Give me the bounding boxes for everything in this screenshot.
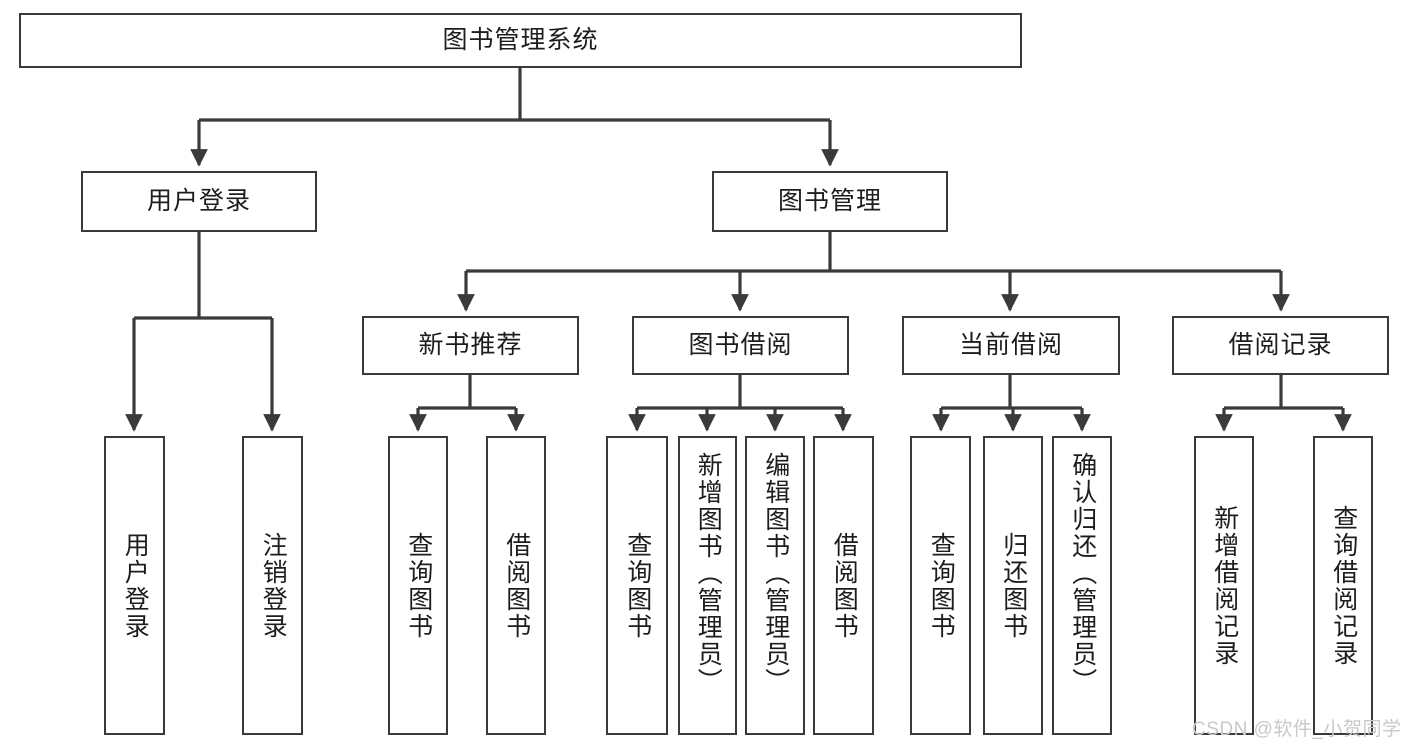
node-leaf-borrow-book-rec-label: 借阅图书 (502, 531, 531, 640)
node-leaf-logout-label: 注销登录 (259, 531, 288, 640)
node-book-borrow-label: 图书借阅 (688, 331, 793, 359)
node-user-login-label: 用户登录 (146, 187, 251, 215)
node-leaf-user-login[interactable]: 用户登录 (104, 436, 165, 735)
node-book-manage[interactable]: 图书管理 (712, 171, 948, 232)
node-leaf-query-record[interactable]: 查询借阅记录 (1313, 436, 1373, 735)
node-leaf-edit-book-label: 编辑图书（管理员） (761, 452, 790, 695)
node-leaf-confirm-return-label: 确认归还（管理员） (1068, 452, 1097, 695)
node-leaf-confirm-return[interactable]: 确认归还（管理员） (1052, 436, 1112, 735)
node-leaf-query-record-label: 查询借阅记录 (1329, 504, 1358, 667)
node-new-book-rec-label: 新书推荐 (418, 331, 523, 359)
node-book-manage-label: 图书管理 (777, 187, 882, 215)
csdn-watermark: CSDN @软件_小贺同学 (1192, 719, 1402, 740)
node-leaf-query-book-label: 查询图书 (623, 531, 652, 640)
node-current-borrow[interactable]: 当前借阅 (902, 316, 1120, 375)
node-leaf-query-book[interactable]: 查询图书 (606, 436, 668, 735)
node-new-book-rec[interactable]: 新书推荐 (362, 316, 579, 375)
node-leaf-add-record[interactable]: 新增借阅记录 (1194, 436, 1254, 735)
node-user-login[interactable]: 用户登录 (81, 171, 317, 232)
node-leaf-borrow-book[interactable]: 借阅图书 (813, 436, 874, 735)
node-borrow-record[interactable]: 借阅记录 (1172, 316, 1389, 375)
node-current-borrow-label: 当前借阅 (958, 331, 1063, 359)
node-leaf-query-book-cur[interactable]: 查询图书 (910, 436, 971, 735)
node-leaf-edit-book[interactable]: 编辑图书（管理员） (745, 436, 805, 735)
node-book-borrow[interactable]: 图书借阅 (632, 316, 849, 375)
node-borrow-record-label: 借阅记录 (1228, 331, 1333, 359)
node-leaf-borrow-book-label: 借阅图书 (830, 531, 859, 640)
node-leaf-add-record-label: 新增借阅记录 (1210, 504, 1239, 667)
node-leaf-query-book-rec[interactable]: 查询图书 (388, 436, 448, 735)
node-leaf-return-book-label: 归还图书 (999, 531, 1028, 640)
node-leaf-logout[interactable]: 注销登录 (242, 436, 303, 735)
node-root-label: 图书管理系统 (442, 26, 599, 54)
node-leaf-query-book-cur-label: 查询图书 (927, 531, 956, 640)
node-leaf-add-book[interactable]: 新增图书（管理员） (678, 436, 737, 735)
node-leaf-query-book-rec-label: 查询图书 (404, 531, 433, 640)
node-leaf-borrow-book-rec[interactable]: 借阅图书 (486, 436, 546, 735)
node-leaf-user-login-label: 用户登录 (121, 531, 150, 640)
node-leaf-add-book-label: 新增图书（管理员） (694, 452, 723, 695)
node-leaf-return-book[interactable]: 归还图书 (983, 436, 1043, 735)
node-root[interactable]: 图书管理系统 (19, 13, 1022, 68)
